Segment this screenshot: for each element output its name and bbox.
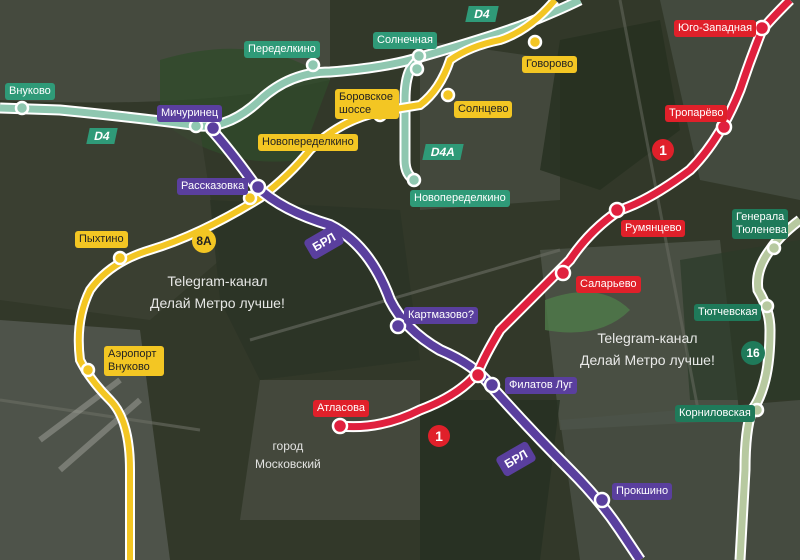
station-solnechnaya[interactable]: Солнечная bbox=[373, 32, 437, 49]
station-peredelkino[interactable]: Переделкино bbox=[244, 41, 320, 58]
station-yugo-zapadnaya[interactable]: Юго-Западная bbox=[674, 20, 757, 37]
station-solntsevo[interactable]: Солнцево bbox=[454, 101, 513, 118]
badge-line-1-top: 1 bbox=[652, 139, 674, 161]
badge-d4-left: D4 bbox=[86, 128, 118, 144]
city-label-line1: город bbox=[272, 439, 304, 453]
station-troparevo[interactable]: Тропарёво bbox=[665, 105, 728, 122]
station-rasskazovka[interactable]: Рассказовка bbox=[177, 178, 249, 195]
station-aeroport-vnukovo[interactable]: Аэропорт Внуково bbox=[104, 346, 164, 376]
watermark-right-line2: Делай Метро лучше! bbox=[580, 352, 715, 368]
badge-line-16: 16 bbox=[741, 341, 765, 365]
line-brl bbox=[205, 123, 645, 560]
station-novoperedelkino-8a[interactable]: Новопеределкино bbox=[258, 134, 358, 151]
line-1 bbox=[339, 0, 794, 433]
station-rumyantsevo[interactable]: Румянцево bbox=[621, 220, 686, 237]
watermark-left-line2: Делай Метро лучше! bbox=[150, 295, 285, 311]
watermark-left: Telegram-канал Делай Метро лучше! bbox=[150, 270, 285, 314]
station-kartmazovo[interactable]: Картмазово? bbox=[404, 307, 478, 324]
station-vnukovo[interactable]: Внуково bbox=[5, 83, 55, 100]
station-govorovo[interactable]: Говорово bbox=[522, 56, 578, 73]
watermark-right-line1: Telegram-канал bbox=[597, 330, 698, 346]
badge-line-1-bottom: 1 bbox=[428, 425, 450, 447]
station-tyutchevskaya[interactable]: Тютчевская bbox=[694, 304, 762, 321]
watermark-left-line1: Telegram-канал bbox=[167, 273, 268, 289]
watermark-right: Telegram-канал Делай Метро лучше! bbox=[580, 327, 715, 371]
station-generala-tyuleneva[interactable]: Генерала Тюленева bbox=[732, 209, 788, 239]
badge-d4-top: D4 bbox=[465, 6, 499, 22]
line-8a bbox=[73, 0, 559, 560]
station-pykhtino[interactable]: Пыхтино bbox=[75, 231, 128, 248]
station-novoperedelkino-d4a[interactable]: Новопеределкино bbox=[410, 190, 510, 207]
badge-d4a: D4A bbox=[422, 144, 464, 160]
station-michurinets[interactable]: Мичуринец bbox=[157, 105, 223, 122]
city-label-line2: Московский bbox=[255, 457, 321, 471]
city-label-moskovsky: город Московский bbox=[255, 437, 321, 473]
station-salarevo[interactable]: Саларьево bbox=[576, 276, 641, 293]
badge-line-8a: 8A bbox=[192, 229, 216, 253]
station-atlasova[interactable]: Атласова bbox=[313, 400, 370, 417]
station-filatov-lug[interactable]: Филатов Луг bbox=[505, 377, 577, 394]
station-borovskoe-shosse[interactable]: Боровское шоссе bbox=[335, 89, 399, 119]
station-prokshino[interactable]: Прокшино bbox=[612, 483, 673, 500]
station-kornilovskaya[interactable]: Корниловская bbox=[675, 405, 755, 422]
